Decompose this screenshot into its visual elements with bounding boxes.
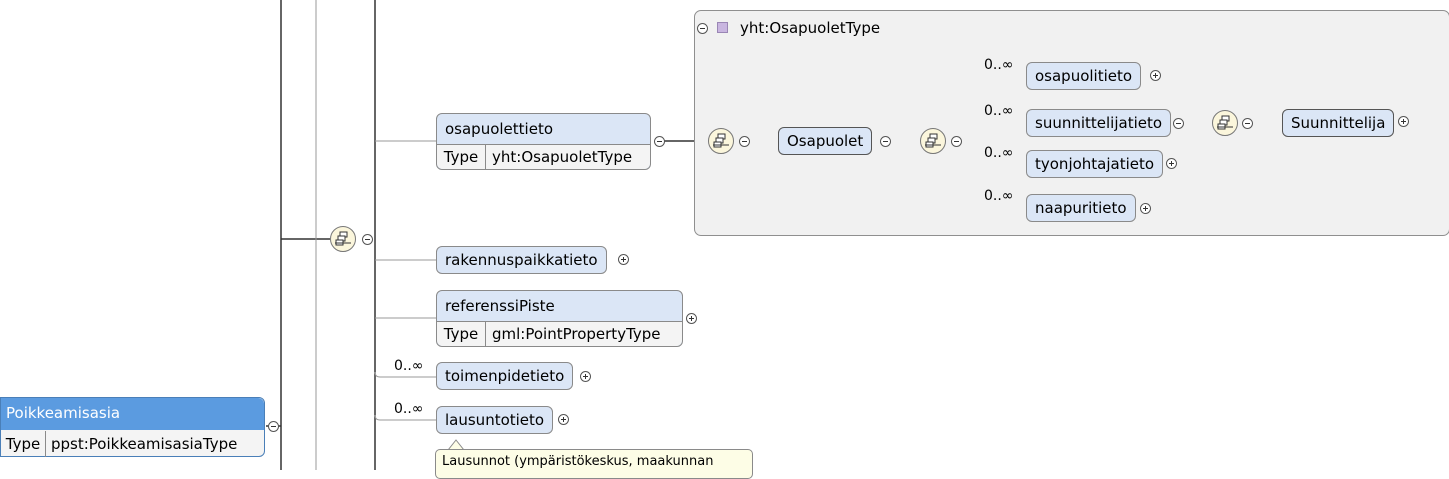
type-label: Type bbox=[1, 431, 46, 457]
collapse-icon[interactable] bbox=[1173, 118, 1184, 129]
element-name: Poikkeamisasia bbox=[6, 404, 121, 422]
element-name: Osapuolet bbox=[787, 132, 864, 150]
expand-icon[interactable] bbox=[1140, 203, 1151, 214]
multiplicity-label: 0..∞ bbox=[394, 401, 424, 417]
sequence-compositor-icon[interactable] bbox=[920, 128, 946, 154]
multiplicity-label: 0..∞ bbox=[984, 145, 1014, 161]
sequence-compositor-icon[interactable] bbox=[1212, 110, 1238, 136]
complex-type-icon bbox=[717, 22, 728, 33]
collapse-icon[interactable] bbox=[1242, 118, 1253, 129]
collapse-icon[interactable] bbox=[654, 136, 665, 147]
type-box-title: yht:OsapuoletType bbox=[740, 19, 881, 37]
element-name: osapuolettieto bbox=[445, 120, 554, 138]
type-value: gml:PointPropertyType bbox=[492, 325, 661, 343]
collapse-icon[interactable] bbox=[951, 136, 962, 147]
annotation-tooltip: Lausunnot (ympäristökeskus, maakunnan bbox=[435, 449, 753, 479]
element-rakennuspaikkatieto[interactable]: rakennuspaikkatieto bbox=[436, 246, 607, 274]
element-name: rakennuspaikkatieto bbox=[445, 251, 598, 269]
expand-icon[interactable] bbox=[558, 414, 569, 425]
element-poikkeamisasia[interactable]: Poikkeamisasia Type ppst:PoikkeamisasiaT… bbox=[0, 397, 265, 457]
expand-icon[interactable] bbox=[618, 254, 629, 265]
element-referenssipiste[interactable]: referenssiPiste Type gml:PointPropertyTy… bbox=[436, 290, 683, 347]
sequence-compositor-icon[interactable] bbox=[708, 128, 734, 154]
multiplicity-label: 0..∞ bbox=[984, 188, 1014, 204]
expand-icon[interactable] bbox=[1166, 158, 1177, 169]
collapse-icon[interactable] bbox=[268, 421, 279, 432]
sequence-compositor-icon[interactable] bbox=[330, 226, 356, 252]
element-name: Suunnittelija bbox=[1291, 114, 1386, 132]
tooltip-pointer bbox=[447, 439, 465, 450]
collapse-icon[interactable] bbox=[739, 136, 750, 147]
element-osapuolet[interactable]: Osapuolet bbox=[778, 127, 873, 155]
element-toimenpidetieto[interactable]: toimenpidetieto bbox=[436, 362, 574, 390]
expand-icon[interactable] bbox=[686, 313, 697, 324]
element-name: naapuritieto bbox=[1035, 199, 1127, 217]
collapse-icon[interactable] bbox=[880, 136, 891, 147]
element-name: osapuolitieto bbox=[1035, 67, 1133, 85]
expand-icon[interactable] bbox=[580, 371, 591, 382]
multiplicity-label: 0..∞ bbox=[394, 358, 424, 374]
element-osapuolettieto[interactable]: osapuolettieto Type yht:OsapuoletType bbox=[436, 113, 651, 170]
element-suunnittelijatieto[interactable]: suunnittelijatieto bbox=[1026, 109, 1172, 137]
type-label: Type bbox=[437, 145, 486, 169]
expand-icon[interactable] bbox=[1150, 70, 1161, 81]
expand-icon[interactable] bbox=[1398, 116, 1409, 127]
element-osapuolitieto[interactable]: osapuolitieto bbox=[1026, 62, 1142, 90]
element-tyonjohtajatieto[interactable]: tyonjohtajatieto bbox=[1026, 150, 1164, 178]
collapse-icon[interactable] bbox=[697, 23, 708, 34]
element-name: suunnittelijatieto bbox=[1035, 114, 1163, 132]
type-value: ppst:PoikkeamisasiaType bbox=[51, 435, 238, 453]
element-name: tyonjohtajatieto bbox=[1035, 155, 1155, 173]
element-suunnittelija[interactable]: Suunnittelija bbox=[1282, 109, 1395, 137]
collapse-icon[interactable] bbox=[362, 234, 373, 245]
element-name: toimenpidetieto bbox=[445, 367, 565, 385]
type-value: yht:OsapuoletType bbox=[492, 148, 633, 166]
element-naapuritieto[interactable]: naapuritieto bbox=[1026, 194, 1136, 222]
element-name: lausuntotieto bbox=[445, 411, 545, 429]
type-label: Type bbox=[437, 322, 486, 346]
element-name: referenssiPiste bbox=[445, 297, 555, 315]
element-lausuntotieto[interactable]: lausuntotieto bbox=[436, 406, 554, 434]
multiplicity-label: 0..∞ bbox=[984, 103, 1014, 119]
multiplicity-label: 0..∞ bbox=[984, 57, 1014, 73]
